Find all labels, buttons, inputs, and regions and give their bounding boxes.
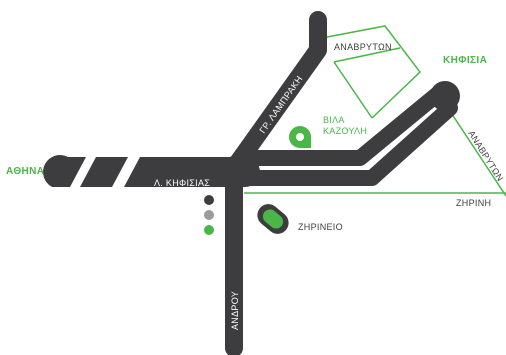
kifisia-highway-upper	[232, 84, 448, 166]
city-label-athens: ΑΘΗΝΑ	[6, 166, 44, 177]
road-label-anavryton-top: ΑΝΑΒΡΥΤΩΝ	[334, 42, 392, 52]
traffic-light-icon	[204, 195, 214, 235]
road-label-anavryton-right: ΑΝΑΒΡΥΤΩΝ	[466, 129, 505, 183]
dash-segment-3	[124, 157, 160, 187]
main-roads	[135, 11, 460, 355]
traffic-dot-gray	[204, 210, 214, 220]
anavryton-cross-street	[333, 47, 401, 63]
location-pin-icon[interactable]	[289, 126, 311, 148]
road-label-lambraki: ΓΡ. ΛΑΜΠΡΑΚΗ	[257, 74, 304, 135]
kifisia-road-end	[430, 81, 460, 111]
kifisia-highway-lower	[232, 100, 458, 186]
landmark-label-villa-line1: ΒΙΛΑ	[323, 115, 345, 125]
lambraki-road	[225, 11, 327, 177]
city-label-kifisia: ΚΗΦΙΣΙΑ	[443, 55, 487, 66]
dash-segment-2	[80, 157, 128, 187]
athens-dashed-road	[43, 155, 160, 187]
road-label-androu: ΑΝΔΡΟΥ	[230, 291, 240, 330]
anavryton-street-top	[321, 25, 422, 119]
road-label-kifisias: Λ. ΚΗΦΙΣΙΑΣ	[154, 178, 210, 188]
anavryton-left-edge	[333, 61, 373, 119]
dash-segment-1	[43, 155, 86, 187]
road-label-zirini: ΖΗΡΙΝΗ	[456, 198, 491, 208]
traffic-dot-dark	[204, 195, 214, 205]
stadium-icon[interactable]	[253, 200, 293, 239]
landmark-label-villa-line2: ΚΑΖΟΥΛΗ	[323, 126, 367, 136]
landmark-label-zirineio: ΖΗΡΙΝΕΙΟ	[298, 222, 343, 232]
traffic-dot-green	[204, 225, 214, 235]
